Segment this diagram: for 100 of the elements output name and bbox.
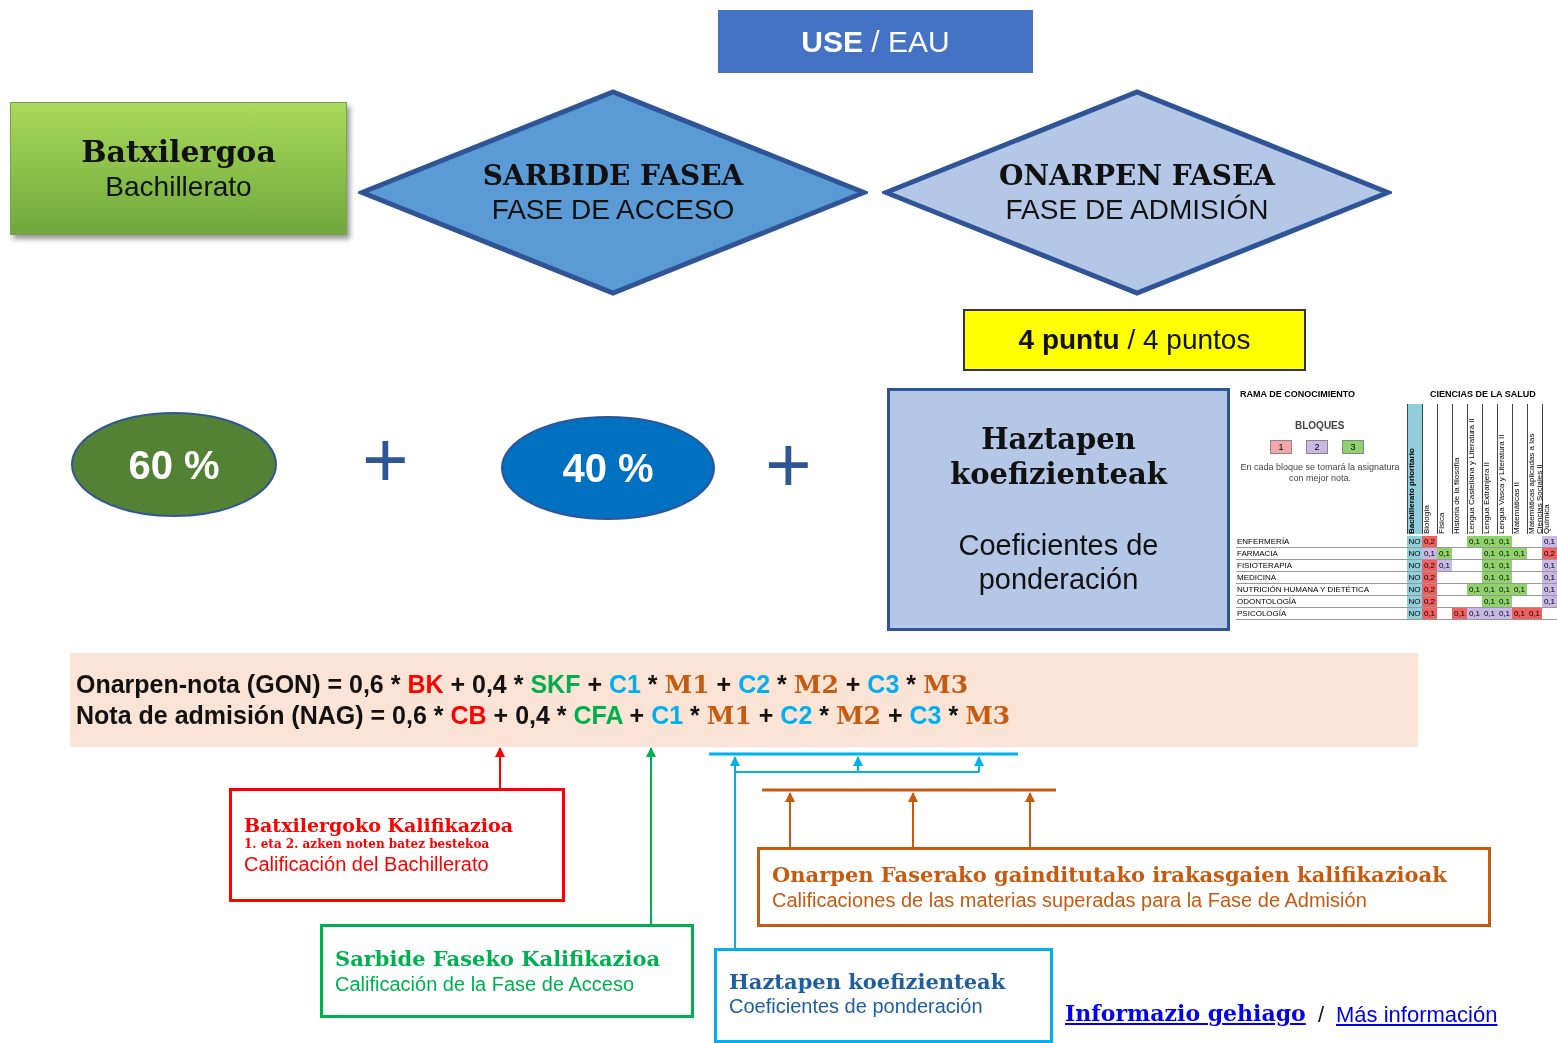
percentage-ellipse: [500, 415, 716, 521]
subtitle-text: FASE DE ACCESO: [491, 192, 735, 227]
block-swatch: 1: [1270, 440, 1292, 454]
note-box: [320, 924, 694, 1018]
heading-text: Batxilergoko Kalifikazioa: [244, 814, 513, 838]
table-cell: NO: [1407, 548, 1422, 559]
label-text: USE / EAU: [801, 23, 950, 60]
table-cell: NO: [1407, 572, 1422, 583]
table-cell: 0,2: [1422, 596, 1437, 607]
row-label: MEDICINA: [1237, 572, 1277, 583]
table-cell: 0,1: [1467, 584, 1482, 595]
plus-sign: +: [765, 425, 812, 505]
table-cell: 0,1: [1482, 608, 1497, 619]
heading-text: ONARPEN FASEA: [999, 158, 1275, 193]
phase-diamond: [882, 88, 1392, 297]
table-heading: CIENCIAS DE LA SALUD: [1430, 389, 1536, 399]
table-cell: 0,1: [1542, 596, 1557, 607]
note-box: [229, 788, 565, 902]
heading-text: SARBIDE FASEA: [482, 158, 744, 193]
table-cell: 0,1: [1512, 584, 1527, 595]
percentage-ellipse: [70, 411, 278, 518]
column-header: Lengua Castellana y Literatura II: [1467, 404, 1482, 534]
table-cell: 0,1: [1542, 584, 1557, 595]
table-cell: 0,2: [1422, 536, 1437, 547]
subtitle-text: FASE DE ADMISIÓN: [1005, 192, 1269, 227]
more-info-link: Más información: [1336, 1002, 1498, 1028]
formula-line: Onarpen-nota (GON) = 0,6 * BK + 0,4 * SKF + C1 * M1 + C2 * M2 + C3 * M3: [75, 669, 969, 700]
table-cell: 0,1: [1437, 560, 1452, 571]
percentage-text: 60 %: [128, 441, 220, 489]
heading-text: Sarbide Faseko Kalifikazioa: [335, 946, 661, 972]
header-box: [718, 10, 1033, 73]
heading-text: Haztapen koefizienteak: [949, 421, 1169, 492]
heading-text: Haztapen koefizienteak: [729, 969, 1006, 995]
block-legend-title: BLOQUES: [1295, 420, 1345, 431]
table-cell: 0,1: [1482, 548, 1497, 559]
column-header: Historia de la filosofía: [1452, 404, 1467, 534]
table-cell: 0,1: [1497, 560, 1512, 571]
row-label: ODONTOLOGÍA: [1237, 596, 1297, 607]
phase-diamond: [358, 88, 868, 297]
subtitle-text: Coeficientes de ponderación: [957, 527, 1160, 598]
table-cell: 0,1: [1437, 548, 1452, 559]
row-label: PSICOLOGÍA: [1237, 608, 1287, 619]
points-box: [963, 309, 1306, 371]
note-box: [714, 948, 1053, 1043]
subtitle-text: Bachillerato: [105, 169, 252, 204]
row-label: NUTRICIÓN HUMANA Y DIETÉTICA: [1237, 584, 1370, 595]
row-label: FISIOTERAPIA: [1237, 560, 1293, 571]
table-cell: 0,1: [1527, 608, 1542, 619]
table-cell: 0,1: [1512, 608, 1527, 619]
column-header: Química: [1542, 404, 1557, 534]
table-cell: 0,1: [1497, 584, 1512, 595]
percentage-text: 40 %: [562, 445, 654, 492]
column-header: Bachillerato prioritario: [1407, 404, 1422, 534]
table-cell: 0,1: [1542, 536, 1557, 547]
table-cell: 0,1: [1512, 548, 1527, 559]
table-cell: NO: [1407, 560, 1422, 571]
subtitle-text: 1. eta 2. azken noten batez bestekoa: [244, 837, 490, 852]
table-cell: NO: [1407, 584, 1422, 595]
table-cell: 0,1: [1497, 572, 1512, 583]
body-text: Calificación del Bachillerato: [244, 851, 489, 876]
arrow: [730, 756, 984, 949]
block-swatch: 3: [1342, 440, 1364, 454]
plus-sign: +: [362, 420, 409, 500]
table-cell: 0,1: [1542, 572, 1557, 583]
table-cell: NO: [1407, 536, 1422, 547]
subtitle-text: Calificación de la Fase de Acceso: [335, 971, 635, 996]
table-cell: 0,2: [1422, 560, 1437, 571]
table-cell: 0,2: [1542, 548, 1557, 559]
column-header: Matemáticas II: [1512, 404, 1527, 534]
row-label: ENFERMERÍA: [1237, 536, 1290, 547]
table-cell: 0,1: [1422, 548, 1437, 559]
column-header: Matemáticas aplicadas a las Ciencias Sociales II: [1527, 404, 1542, 534]
block-swatch: 2: [1306, 440, 1328, 454]
table-cell: NO: [1407, 608, 1422, 619]
arrow: [785, 792, 1035, 848]
column-header: Lengua Vasca y Literatura II: [1497, 404, 1512, 534]
table-cell: NO: [1407, 596, 1422, 607]
table-cell: 0,1: [1482, 596, 1497, 607]
table-cell: 0,1: [1497, 608, 1512, 619]
note-box: [757, 847, 1491, 927]
heading-text: Batxilergoa: [81, 133, 276, 170]
table-cell: 0,1: [1482, 536, 1497, 547]
more-info-link: Informazio gehiago: [1065, 1000, 1306, 1026]
table-cell: 0,1: [1452, 608, 1467, 619]
table-cell: 0,1: [1497, 548, 1512, 559]
table-cell: 0,2: [1422, 572, 1437, 583]
table-cell: 0,1: [1467, 608, 1482, 619]
table-cell: 0,2: [1422, 584, 1437, 595]
separator-text: /: [1318, 1002, 1325, 1028]
table-heading: RAMA DE CONOCIMIENTO: [1240, 389, 1355, 399]
table-cell: 0,1: [1422, 608, 1437, 619]
label-text: 4 puntu / 4 puntos: [1018, 323, 1251, 357]
arrow: [495, 747, 505, 789]
formula-band: [70, 653, 1418, 747]
subtitle-text: Coeficientes de ponderación: [729, 994, 983, 1019]
arrow: [646, 747, 656, 925]
formula-line: Nota de admisión (NAG) = 0,6 * CB + 0,4 * CFA + C1 * M1 + C2 * M2 + C3 * M3: [75, 700, 1011, 731]
table-cell: 0,1: [1482, 584, 1497, 595]
table-cell: 0,1: [1467, 536, 1482, 547]
table-cell: 0,1: [1482, 572, 1497, 583]
